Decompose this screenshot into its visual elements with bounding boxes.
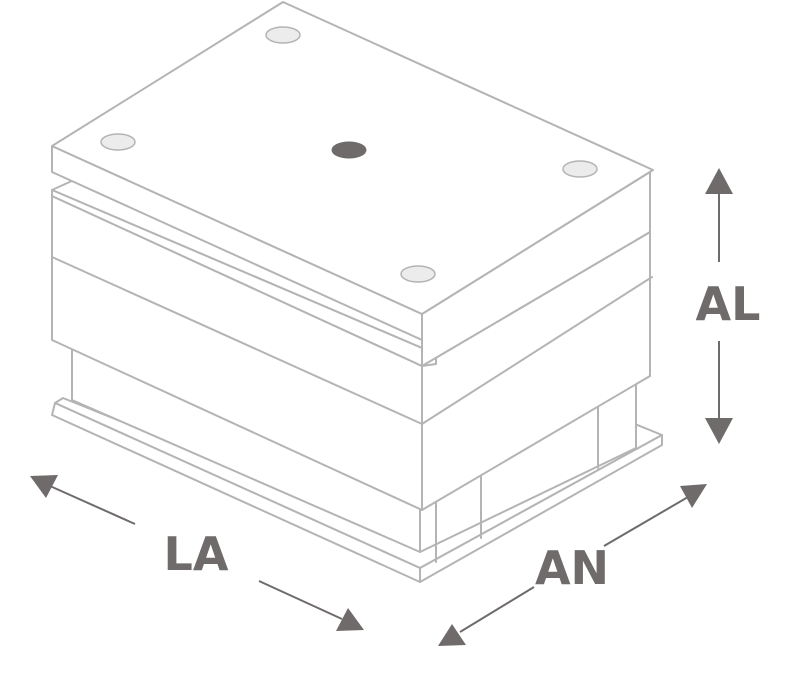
width-arrow-line	[459, 586, 535, 633]
width-arrow-head-right	[680, 484, 707, 508]
length-arrow-line	[49, 485, 136, 525]
length-arrow-line	[258, 580, 343, 620]
dimension-width: AN	[438, 484, 707, 646]
dimension-length: LA	[30, 475, 364, 631]
plate-split-line	[51, 256, 423, 425]
guide-pin	[100, 133, 136, 151]
top-face-features	[100, 26, 598, 283]
height-arrow-head-down	[705, 418, 733, 444]
guide-pin	[265, 26, 301, 44]
width-arrow-line	[603, 496, 689, 547]
width-arrow-head-left	[438, 624, 466, 646]
height-arrow-head-up	[705, 168, 733, 194]
length-label: LA	[164, 527, 229, 581]
plate-split-line	[421, 276, 653, 425]
guide-pin	[562, 160, 598, 178]
length-arrow-head-right	[336, 608, 364, 631]
length-arrow-head-left	[30, 475, 58, 498]
lower-block	[71, 339, 637, 563]
base-plate-side	[419, 434, 663, 583]
dimension-height: AL	[696, 168, 761, 444]
guide-pin	[400, 265, 436, 283]
sprue-bushing	[331, 141, 367, 159]
height-label: AL	[696, 277, 761, 331]
width-label: AN	[535, 541, 609, 595]
